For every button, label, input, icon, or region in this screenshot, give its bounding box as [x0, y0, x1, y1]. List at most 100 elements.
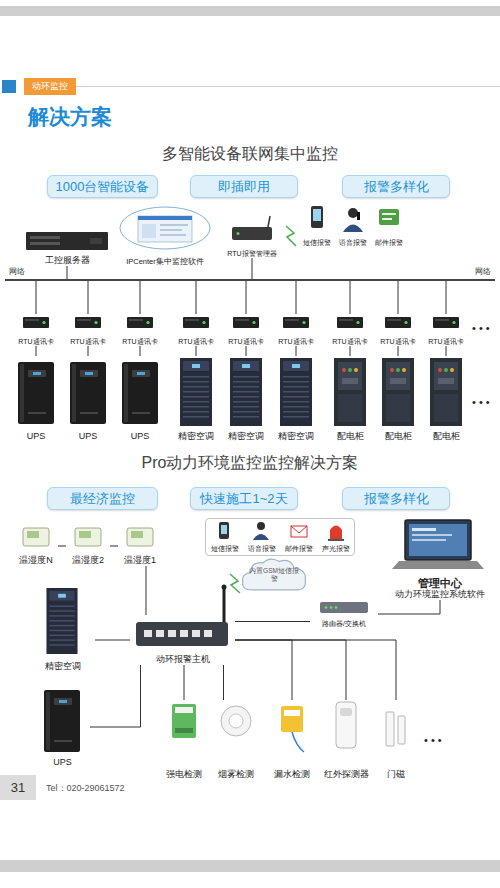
device-node: RTU通讯卡 — [273, 314, 319, 346]
node-label: 烟雾检测 — [218, 769, 254, 780]
wire-line — [196, 281, 197, 314]
device-node: 配电柜 — [375, 356, 421, 442]
wire — [36, 281, 37, 314]
node-label: 配电柜 — [337, 431, 364, 442]
node-label: RTU通讯卡 — [18, 338, 53, 346]
wire — [235, 621, 310, 622]
node-label: 动环报警主机 — [156, 654, 210, 665]
feature-pill: 快速施工1~2天 — [190, 487, 298, 510]
node-label: RTU通讯卡 — [278, 338, 313, 346]
wire-line — [67, 266, 68, 279]
wire-line — [58, 546, 66, 547]
node-label: 温湿度N — [19, 555, 53, 566]
node-label: 邮件报警 — [375, 239, 403, 247]
wire — [398, 281, 399, 314]
wire-line — [235, 640, 292, 700]
device-node: 路由器/交换机 — [310, 600, 378, 628]
node-label: 内置GSM短信报警 — [248, 567, 300, 583]
node-label: RTU通讯卡 — [228, 338, 263, 346]
wire — [146, 566, 147, 615]
device-node: UPS — [65, 356, 111, 442]
node-label: 1000台智能设备 — [56, 179, 150, 195]
wire-line — [446, 281, 447, 314]
gsm-cloud: 内置GSM短信报警 — [240, 556, 308, 594]
feature-pill: 1000台智能设备 — [47, 175, 158, 198]
node-label: 精密空调 — [278, 431, 314, 442]
feature-pill: 报警多样化 — [342, 175, 450, 198]
node-label: RTU通讯卡 — [122, 338, 157, 346]
device-node: 精密空调 — [173, 356, 219, 442]
wire-line — [90, 665, 141, 727]
device-node: 配电柜 — [423, 356, 469, 442]
wire-line — [95, 640, 130, 641]
device-node: 强电检测 — [160, 700, 208, 780]
wire — [235, 640, 396, 700]
device-node: RTU通讯卡 — [65, 314, 111, 346]
feature-pill: 即插即用 — [190, 175, 298, 198]
wire — [88, 346, 89, 356]
wire — [67, 266, 68, 279]
ellipsis: • • • — [424, 734, 442, 747]
wire — [235, 640, 292, 700]
node-label: 声光报警 — [322, 545, 350, 553]
feature-pill: 报警多样化 — [342, 487, 450, 510]
network-bus: 网络网络 — [5, 279, 495, 281]
wire — [296, 346, 297, 356]
node-label: RTU报警管理器 — [227, 250, 276, 258]
wire-line — [246, 346, 247, 356]
node-label: 配电柜 — [385, 431, 412, 442]
node-label: 温湿度2 — [72, 555, 104, 566]
node-label: UPS — [53, 757, 72, 768]
device-node: UPS — [117, 356, 163, 442]
wire-line — [235, 640, 396, 700]
wire — [58, 546, 66, 547]
device-node: 精密空调 — [273, 356, 319, 442]
device-node: 精密空调 — [30, 585, 95, 672]
wire-line — [378, 600, 440, 614]
device-node: RTU通讯卡 — [173, 314, 219, 346]
wire — [446, 346, 447, 356]
wire — [350, 281, 351, 314]
device-node: RTU通讯卡 — [117, 314, 163, 346]
wire — [90, 665, 141, 727]
node-label: 强电检测 — [166, 769, 202, 780]
node-label: UPS — [79, 431, 98, 442]
node-label: 红外探测器 — [324, 769, 369, 780]
device-node: 温湿度N — [14, 526, 58, 566]
device-node: RTU通讯卡 — [375, 314, 421, 346]
device-node: 语音报警 — [336, 203, 370, 247]
node-label: UPS — [27, 431, 46, 442]
wire — [252, 258, 253, 279]
wire — [36, 346, 37, 356]
wire-line — [88, 346, 89, 356]
wire — [398, 346, 399, 356]
node-label: 精密空调 — [178, 431, 214, 442]
wire — [140, 281, 141, 314]
wire — [296, 281, 297, 314]
wire-line — [398, 281, 399, 314]
node-label: 即插即用 — [218, 179, 270, 195]
wire — [235, 640, 346, 700]
device-node: 工控服务器 — [22, 228, 112, 266]
node-label: UPS — [131, 431, 150, 442]
device-node: RTU通讯卡 — [327, 314, 373, 346]
node-label: RTU通讯卡 — [380, 338, 415, 346]
wire-line — [36, 346, 37, 356]
node-label: 精密空调 — [45, 661, 81, 672]
node-label: 配电柜 — [433, 431, 460, 442]
device-node: 邮件报警 — [372, 203, 406, 247]
wire-line — [246, 281, 247, 314]
wire-line — [398, 346, 399, 356]
wire — [110, 546, 118, 547]
device-node: 温湿度1 — [118, 526, 162, 566]
wire-line — [296, 346, 297, 356]
wire-line — [196, 346, 197, 356]
node-label: 网络 — [9, 267, 25, 277]
section-heading: 多智能设备联网集中监控 — [0, 144, 500, 163]
device-node: 温湿度2 — [66, 526, 110, 566]
wire-line — [235, 640, 346, 700]
node-label: RTU通讯卡 — [428, 338, 463, 346]
node-label: RTU通讯卡 — [178, 338, 213, 346]
node-label: IPCenter集中监控软件 — [126, 257, 204, 266]
